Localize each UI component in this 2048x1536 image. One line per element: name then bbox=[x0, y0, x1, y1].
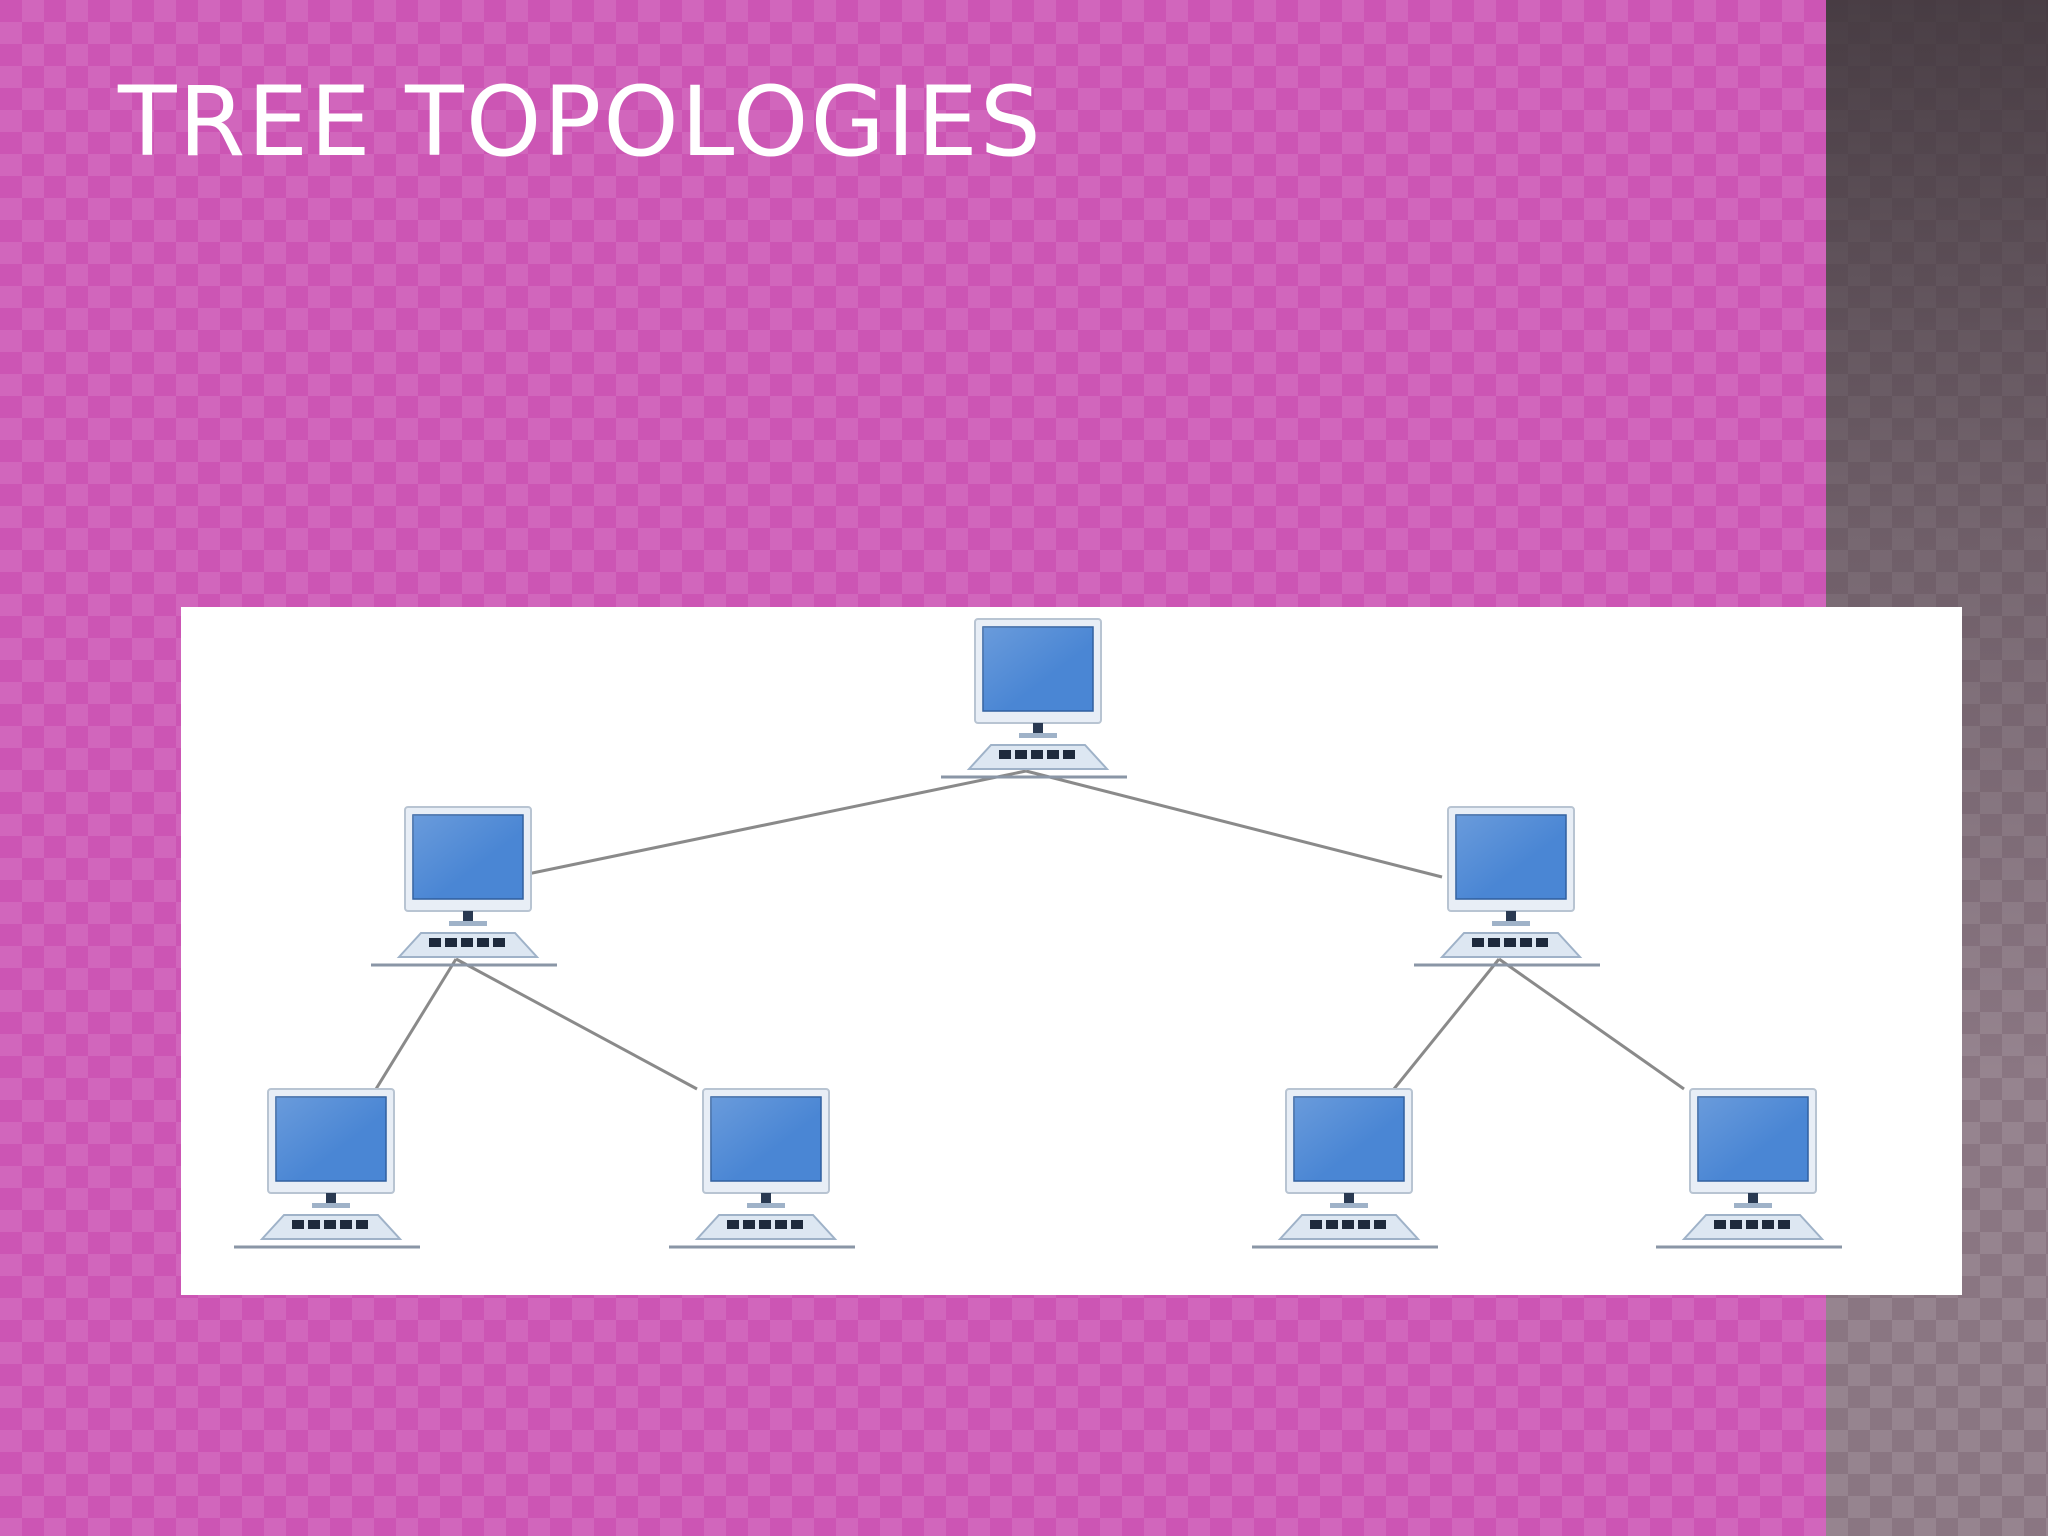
slide-title: TREE TOPOLOGIES bbox=[118, 66, 1043, 178]
link-mid-right-leaf-4 bbox=[1498, 957, 1685, 1091]
computer-icon-mid-left bbox=[371, 806, 557, 967]
computer-icon-leaf-3 bbox=[1252, 1088, 1438, 1249]
link-root-mid-right bbox=[1025, 769, 1443, 879]
computer-icon-leaf-1 bbox=[234, 1088, 420, 1249]
computer-icon-leaf-2 bbox=[669, 1088, 855, 1249]
nodes-layer bbox=[234, 618, 1842, 1249]
diagram-panel bbox=[181, 607, 1962, 1295]
computer-icon-mid-right bbox=[1414, 806, 1600, 967]
link-mid-left-leaf-1 bbox=[374, 958, 458, 1090]
computer-icon-leaf-4 bbox=[1656, 1088, 1842, 1249]
link-mid-left-leaf-2 bbox=[455, 957, 698, 1091]
edges-layer bbox=[374, 769, 1685, 1091]
computer-icon-root bbox=[941, 618, 1127, 779]
link-mid-right-leaf-3 bbox=[1392, 958, 1501, 1090]
tree-diagram bbox=[234, 618, 1842, 1249]
link-root-mid-left bbox=[512, 769, 1027, 879]
